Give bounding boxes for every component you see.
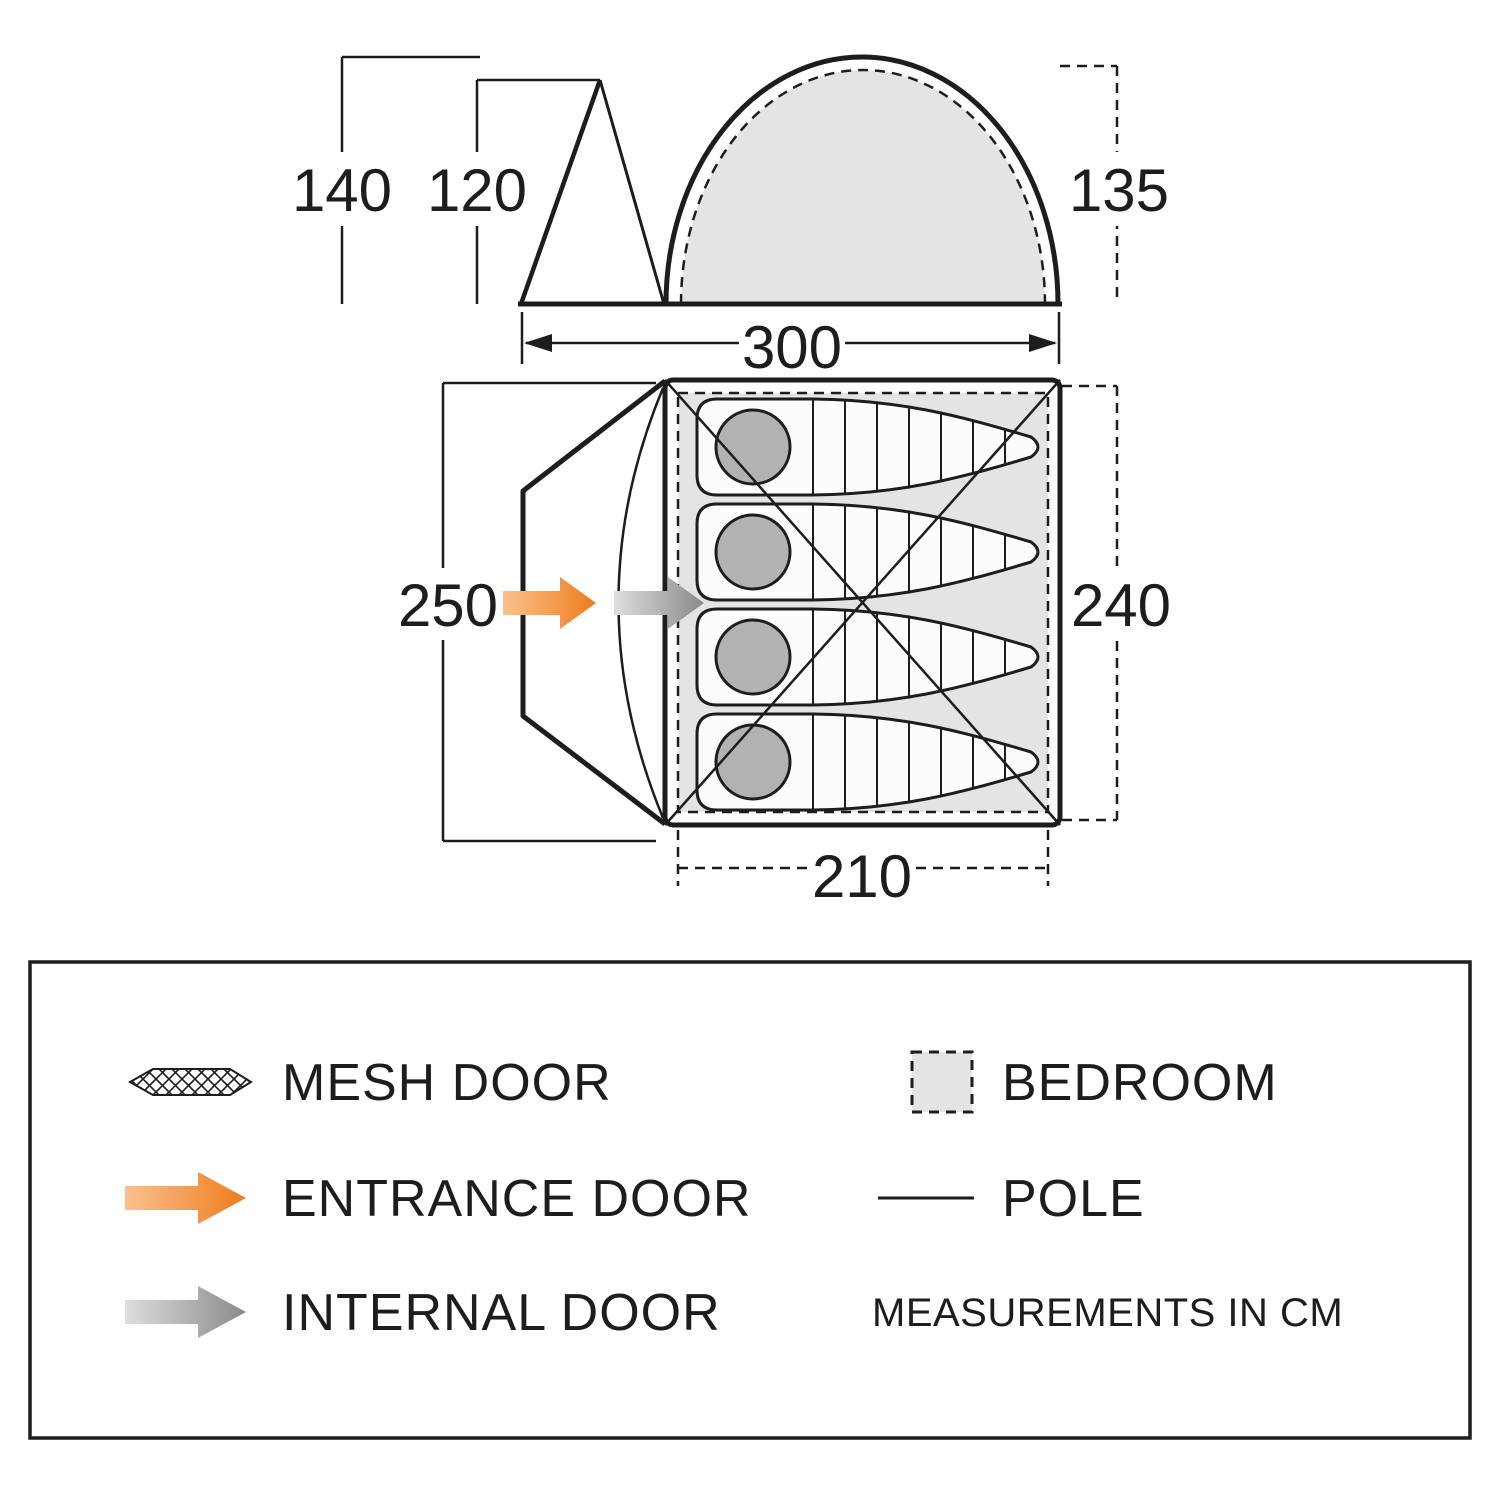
dome-outline (663, 54, 1061, 305)
entrance-door-arrow (503, 577, 596, 629)
dim-210-label: 210 (812, 843, 912, 910)
dim-240-label: 240 (1071, 572, 1171, 639)
floor-plan (503, 377, 1063, 828)
legend: MESH DOOR BEDROOM ENTRANCE DOOR POLE INT… (28, 960, 1472, 1440)
dim-140-label-bg (292, 152, 392, 226)
dim-120-label: 120 (427, 157, 527, 224)
pole-label: POLE (1002, 1170, 1145, 1228)
legend-box (28, 960, 1472, 1440)
dim-bedroom-width: 240 (1062, 384, 1171, 822)
pole-diagonal-2 (664, 379, 1061, 826)
dim-135-label: 135 (1069, 157, 1169, 224)
dim-135-label-bg (1067, 152, 1169, 226)
dim-120-label-bg (427, 152, 527, 226)
dim-210-label-bg (808, 842, 916, 910)
dim-250-label-bg (396, 568, 500, 640)
dim-140-label: 140 (292, 157, 392, 224)
dim-porch-height: 120 (427, 78, 600, 304)
porch-left-slope (518, 79, 603, 305)
internal-door-label: INTERNAL DOOR (282, 1284, 721, 1342)
side-elevation (518, 54, 1062, 307)
bedroom-swatch (910, 1050, 974, 1114)
dim-300-arrow-left (524, 334, 552, 352)
entrance-door-arrow-icon (125, 1172, 246, 1224)
porch-front-edge (598, 79, 666, 305)
dim-overall-height: 140 (292, 55, 480, 304)
bedroom-label: BEDROOM (1002, 1054, 1278, 1112)
dim-overall-depth: 250 (396, 381, 656, 843)
dim-240-label-bg (1067, 568, 1171, 640)
dim-300-label: 300 (742, 314, 842, 381)
dim-overall-width: 300 (520, 312, 1061, 381)
dome-bedroom-dashed-outline (679, 68, 1047, 305)
dome-bedroom-fill (681, 70, 1045, 304)
dim-bedroom-depth: 210 (676, 830, 1050, 910)
internal-door-arrow-icon (125, 1286, 246, 1338)
internal-door-arrow (614, 577, 704, 629)
dim-300-label-bg (739, 314, 845, 380)
entrance-door-label: ENTRANCE DOOR (282, 1170, 751, 1228)
dim-300-arrow-right (1029, 334, 1057, 352)
measurements-note: MEASUREMENTS IN CM (872, 1291, 1343, 1335)
dim-250-label: 250 (398, 572, 498, 639)
dim-bedroom-height: 135 (1060, 64, 1169, 304)
mesh-door-icon (127, 1068, 253, 1096)
mesh-door-label: MESH DOOR (282, 1054, 612, 1112)
